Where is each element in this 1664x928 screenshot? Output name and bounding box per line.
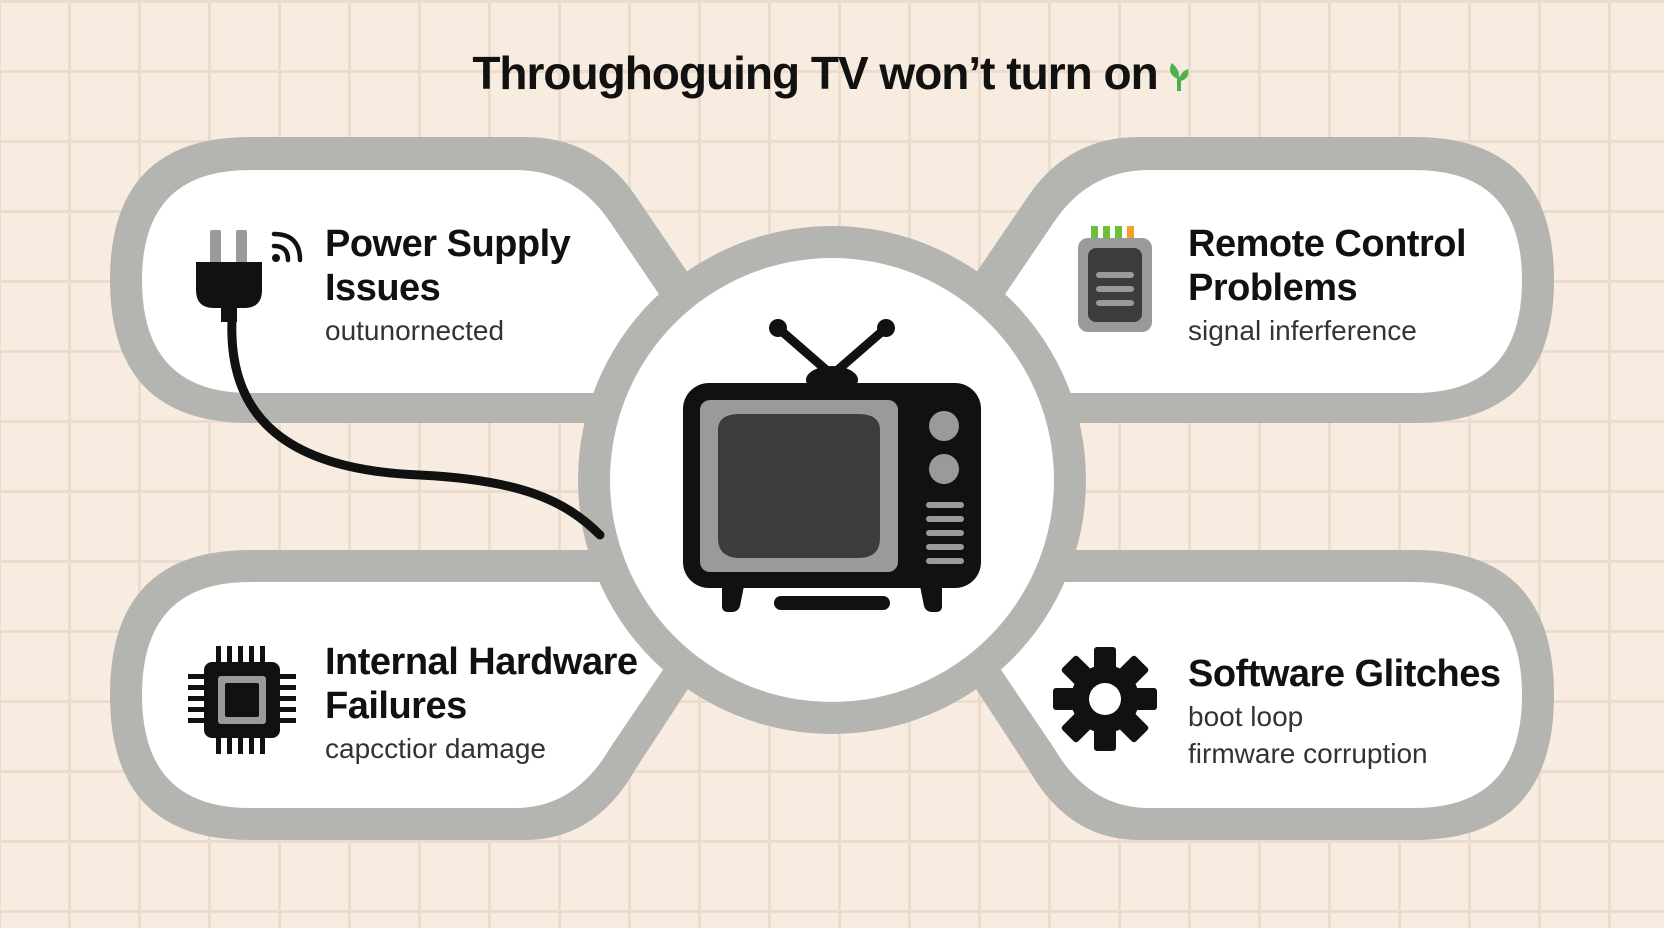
card-remote-title-line1: Remote Control — [1188, 223, 1467, 265]
card-remote-title-line2: Problems — [1188, 267, 1358, 309]
card-software-detail-1: boot loop — [1188, 701, 1304, 732]
card-hardware-title-line2: Failures — [325, 685, 467, 727]
card-software-detail-2: firmware corruption — [1188, 738, 1428, 769]
card-hardware-title-line1: Internal Hardware — [325, 641, 638, 683]
card-remote-title: Remote Control Problems — [1188, 222, 1467, 310]
diagram-title: Throughoguing TV won’t turn on — [0, 46, 1664, 104]
card-remote — [974, 170, 1522, 393]
card-software-title-line1: Software Glitches — [1188, 653, 1501, 695]
card-software — [974, 582, 1522, 808]
gear-icon — [1052, 646, 1158, 757]
card-hardware-text: Internal Hardware Failures capcctior dam… — [325, 640, 638, 767]
card-power-title-line2: Issues — [325, 267, 441, 309]
card-power-text: Power Supply Issues outunornected — [325, 222, 571, 349]
remote-control-icon — [1076, 224, 1154, 339]
power-plug-icon — [196, 228, 268, 333]
card-hardware — [142, 582, 690, 808]
diagram-title-text: Throughoguing TV won’t turn on — [472, 47, 1158, 99]
card-power — [142, 170, 690, 393]
card-hardware-title: Internal Hardware Failures — [325, 640, 638, 728]
microchip-icon — [186, 644, 298, 761]
card-power-title-line1: Power Supply — [325, 223, 571, 265]
retro-tv-icon — [683, 319, 981, 612]
card-software-title: Software Glitches — [1188, 652, 1501, 696]
card-software-text: Software Glitches boot loop firmware cor… — [1188, 652, 1501, 772]
card-power-detail: outunornected — [325, 315, 505, 346]
card-power-title: Power Supply Issues — [325, 222, 571, 310]
power-cord — [227, 315, 605, 540]
signal-icon — [270, 226, 310, 271]
card-remote-detail: signal inferference — [1188, 315, 1417, 346]
card-remote-text: Remote Control Problems signal inferfere… — [1188, 222, 1467, 349]
card-hardware-detail: capcctior damage — [325, 733, 547, 764]
sprout-icon — [1166, 50, 1192, 104]
